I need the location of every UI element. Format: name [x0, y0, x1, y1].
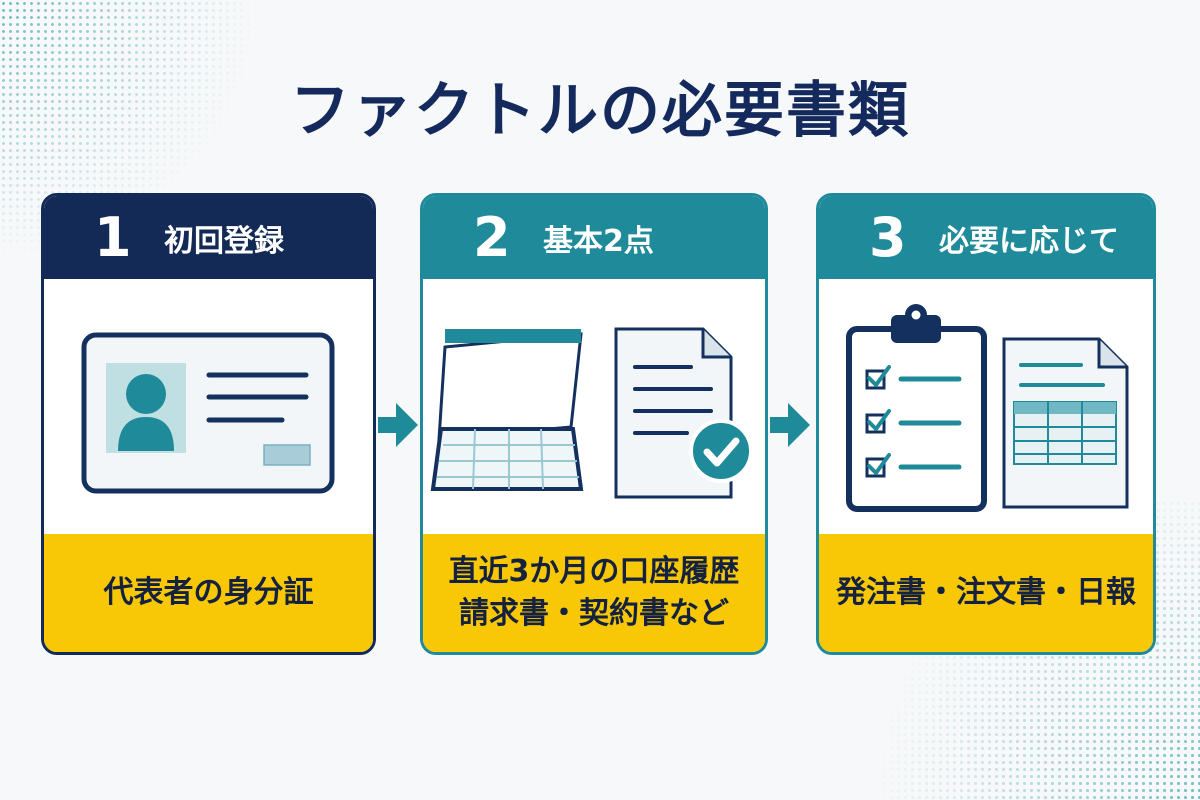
step-requirements-2: 直近3か月の口座履歴 請求書・契約書など	[423, 534, 765, 652]
requirement-line: 代表者の身分証	[103, 575, 314, 610]
arrow-right-icon	[770, 403, 810, 447]
step-header-1: 1 初回登録	[44, 196, 373, 279]
step-number-1: 1	[94, 206, 132, 269]
requirement-line: 請求書・契約書など	[459, 596, 729, 631]
step-label-1: 初回登録	[164, 223, 284, 259]
step-card-3: 3 必要に応じて	[816, 193, 1156, 655]
step-header-2: 2 基本2点	[423, 196, 765, 279]
step-card-2: 2 基本2点	[420, 193, 768, 655]
arrow-right-icon	[378, 403, 418, 447]
requirement-line: 直近3か月の口座履歴	[448, 554, 740, 589]
step-number-2: 2	[473, 206, 511, 269]
step-label-3: 必要に応じて	[939, 223, 1119, 259]
step-requirements-3: 発注書・注文書・日報	[819, 534, 1153, 652]
spreadsheet-document-icon	[1002, 337, 1129, 509]
step-header-3: 3 必要に応じて	[819, 196, 1153, 279]
clipboard-checklist-icon	[846, 304, 987, 512]
id-card-icon	[81, 332, 335, 494]
step-card-1: 1 初回登録 代表者の身分証	[41, 193, 376, 655]
requirement-line: 発注書・注文書・日報	[836, 575, 1136, 610]
step-illustration-3	[819, 279, 1153, 537]
step-illustration-1	[44, 279, 373, 537]
document-check-icon	[614, 327, 753, 499]
step-label-2: 基本2点	[543, 223, 654, 259]
bank-passbook-icon	[430, 329, 584, 491]
step-illustration-2	[423, 279, 765, 537]
step-number-3: 3	[869, 206, 907, 269]
page-title: ファクトルの必要書類	[290, 76, 910, 146]
step-requirements-1: 代表者の身分証	[44, 534, 373, 652]
